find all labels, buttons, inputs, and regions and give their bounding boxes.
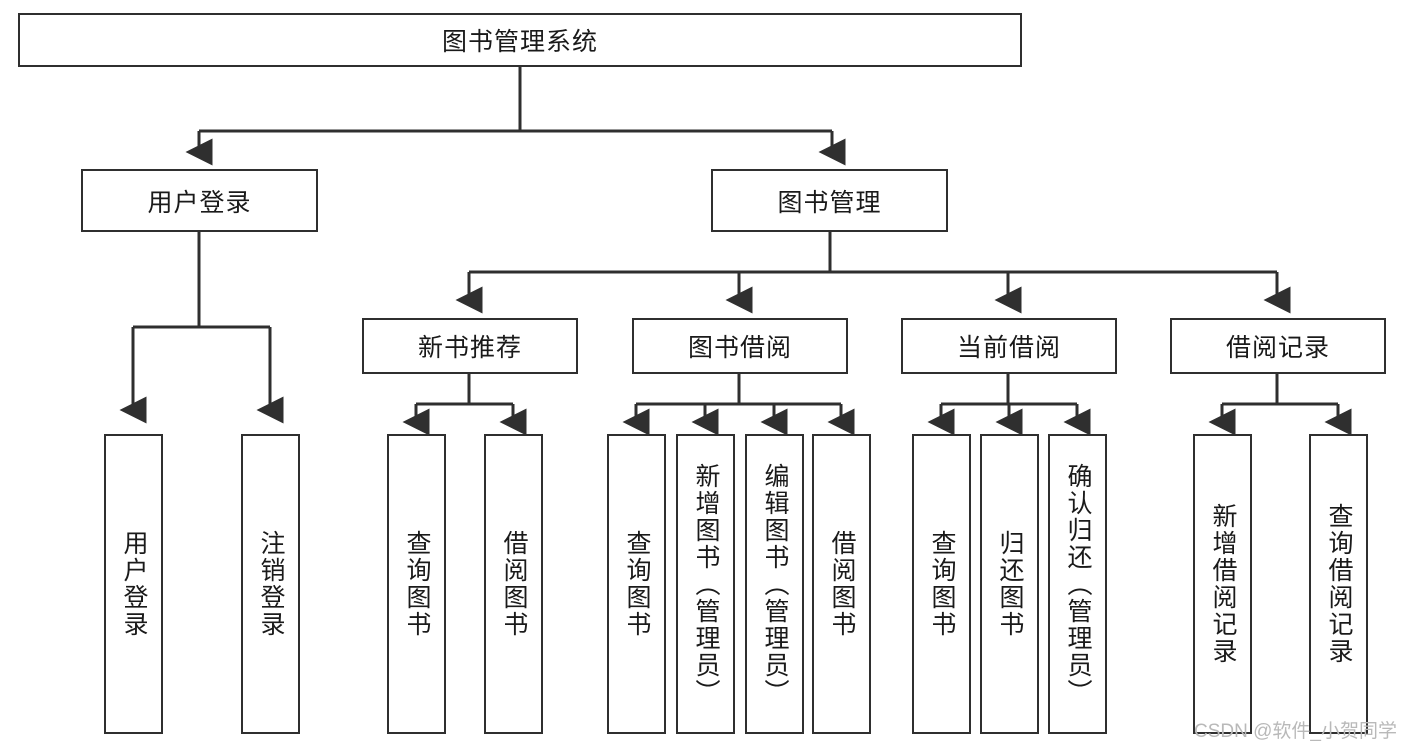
node-borrow-record[interactable]: 借阅记录	[1170, 318, 1386, 374]
node-label: 用户登录	[147, 188, 252, 217]
node-label: 借阅图书	[500, 530, 528, 638]
node-label: 确认归还（管理员）	[1064, 462, 1092, 706]
node-label: 图书管理	[777, 188, 882, 217]
leaf-book-borrow-borrow-book[interactable]: 借阅图书	[812, 434, 871, 734]
node-label: 借阅图书	[828, 530, 856, 638]
node-book-management[interactable]: 图书管理	[711, 169, 948, 232]
node-label: 当前借阅	[956, 334, 1061, 362]
node-label: 查询图书	[623, 530, 651, 638]
node-book-borrow[interactable]: 图书借阅	[632, 318, 848, 374]
node-label: 新增图书（管理员）	[692, 462, 720, 706]
node-label: 查询图书	[403, 530, 431, 638]
leaf-user-login-logout[interactable]: 注销登录	[241, 434, 300, 734]
node-current-borrow[interactable]: 当前借阅	[901, 318, 1117, 374]
leaf-book-borrow-query-book[interactable]: 查询图书	[607, 434, 666, 734]
leaf-book-borrow-edit-book-admin[interactable]: 编辑图书（管理员）	[745, 434, 804, 734]
leaf-new-book-borrow-book[interactable]: 借阅图书	[484, 434, 543, 734]
node-label: 图书管理系统	[441, 28, 598, 56]
node-label: 借阅记录	[1225, 334, 1330, 362]
node-label: 图书借阅	[687, 334, 792, 362]
watermark-text: CSDN @软件_小贺同学	[1194, 721, 1397, 742]
leaf-borrow-record-query-record[interactable]: 查询借阅记录	[1309, 434, 1368, 734]
leaf-current-borrow-return-book[interactable]: 归还图书	[980, 434, 1039, 734]
leaf-book-borrow-add-book-admin[interactable]: 新增图书（管理员）	[676, 434, 735, 734]
leaf-current-borrow-confirm-return-admin[interactable]: 确认归还（管理员）	[1048, 434, 1107, 734]
node-label: 编辑图书（管理员）	[761, 462, 789, 706]
leaf-borrow-record-add-record[interactable]: 新增借阅记录	[1193, 434, 1252, 734]
leaf-current-borrow-query-book[interactable]: 查询图书	[912, 434, 971, 734]
node-label: 用户登录	[120, 530, 148, 638]
node-label: 新书推荐	[417, 334, 522, 362]
node-user-login[interactable]: 用户登录	[81, 169, 318, 232]
node-label: 归还图书	[996, 530, 1024, 638]
leaf-new-book-query-book[interactable]: 查询图书	[387, 434, 446, 734]
node-label: 查询图书	[928, 530, 956, 638]
node-new-book-recommend[interactable]: 新书推荐	[362, 318, 578, 374]
node-label: 注销登录	[257, 530, 285, 638]
node-label: 新增借阅记录	[1209, 503, 1237, 665]
node-root-book-management-system[interactable]: 图书管理系统	[18, 13, 1022, 67]
node-label: 查询借阅记录	[1325, 503, 1353, 665]
leaf-user-login-login[interactable]: 用户登录	[104, 434, 163, 734]
